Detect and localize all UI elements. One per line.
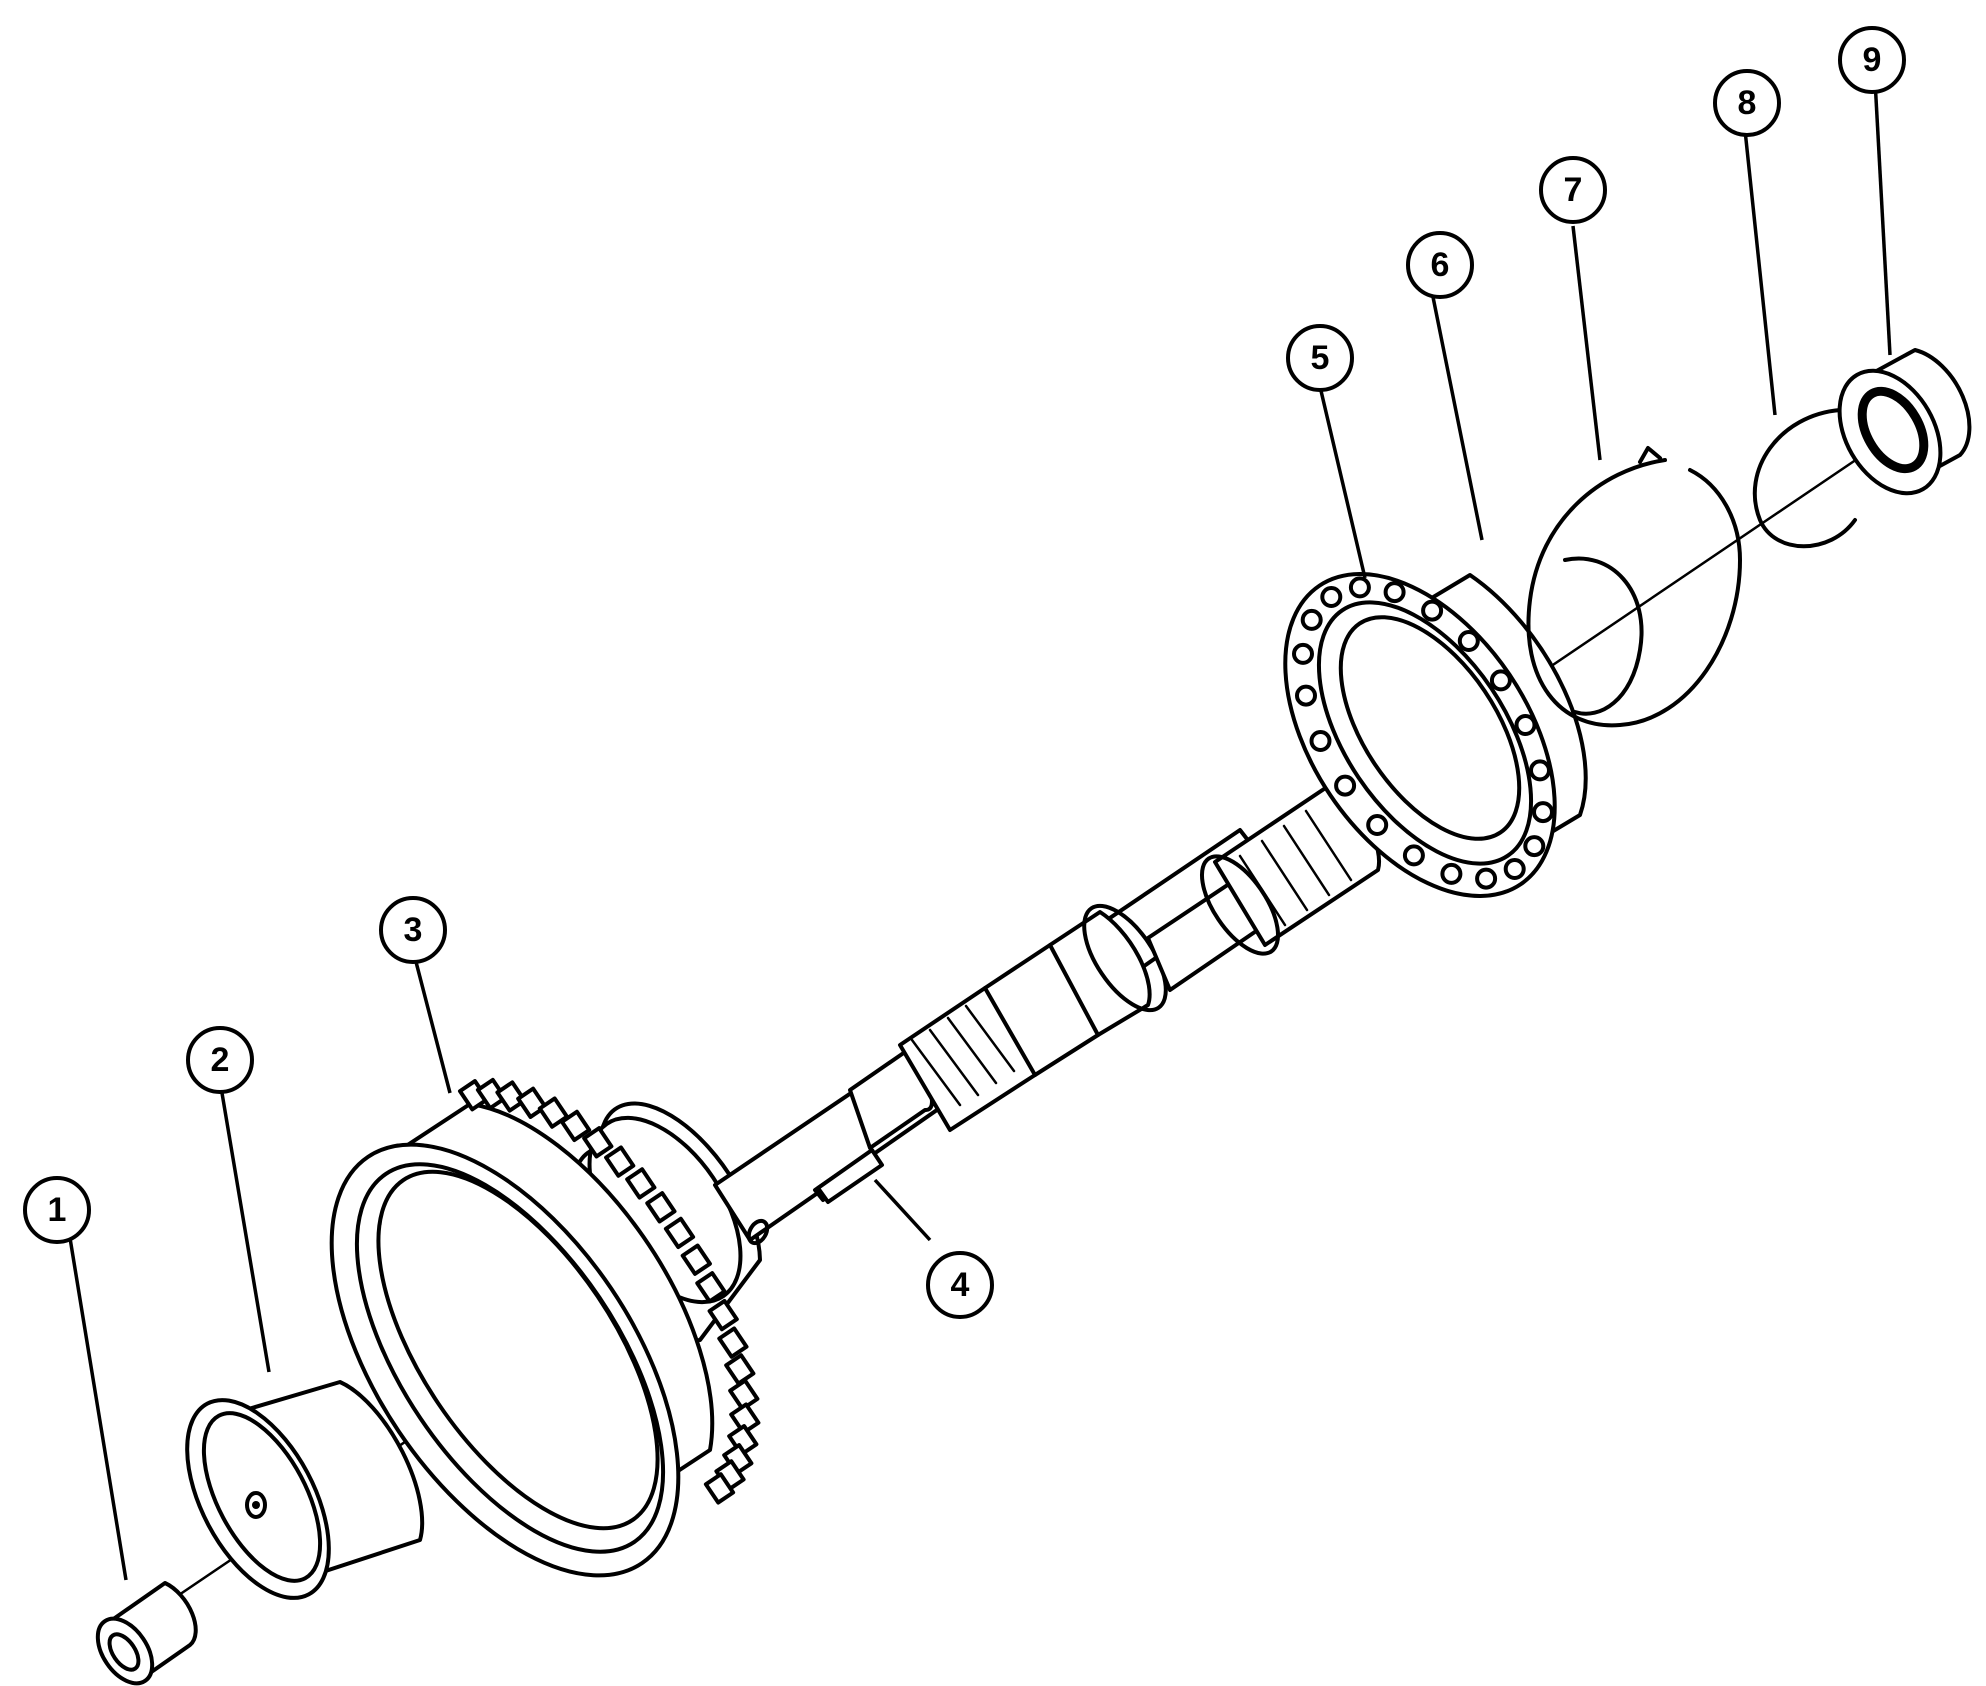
callouts: 1 2 3 4 5 6 7 8 <box>23 26 1906 1581</box>
bearing-ball <box>1300 608 1323 631</box>
bearing-ball <box>1440 862 1463 885</box>
part-8-retaining-ring <box>1752 408 1857 549</box>
callout-1: 1 <box>23 1176 91 1244</box>
part-4-key <box>816 1148 884 1204</box>
bearing-ball <box>1532 801 1554 824</box>
part-1-bushing <box>95 1581 198 1686</box>
callout-7-label: 7 <box>1564 171 1583 209</box>
callout-3-label: 3 <box>404 911 423 949</box>
gear-tooth <box>695 1271 727 1304</box>
gear-tooth <box>729 1402 761 1435</box>
bearing-ball <box>1523 835 1546 858</box>
gear-tooth <box>717 1326 749 1359</box>
part-5-ball-bearing <box>1283 572 1588 898</box>
bearing-ball <box>1421 599 1444 622</box>
bearing-ball <box>1348 576 1371 599</box>
gear-tooth <box>604 1145 636 1178</box>
callout-5: 5 <box>1286 324 1354 392</box>
bearing-ball <box>1457 630 1480 652</box>
callout-9-label: 9 <box>1863 41 1882 79</box>
bearing-ball <box>1402 844 1425 867</box>
callout-2-label: 2 <box>211 1041 230 1079</box>
gear-tooth <box>625 1167 657 1200</box>
part-3-gear <box>329 1077 762 1578</box>
callout-9: 9 <box>1838 26 1906 94</box>
gear-tooth <box>703 1472 736 1505</box>
part-2-bearing-cup <box>185 1380 425 1600</box>
gear-tooth <box>724 1353 756 1386</box>
gear-tooth <box>559 1109 592 1143</box>
gear-tooth <box>582 1126 614 1159</box>
callout-6-label: 6 <box>1431 246 1450 284</box>
bearing-ball <box>1309 730 1332 752</box>
gear-tooth <box>537 1096 570 1129</box>
bearing-ball <box>1320 586 1343 608</box>
gear-tooth <box>495 1080 527 1113</box>
bearing-balls <box>1292 576 1554 890</box>
bearing-ball <box>1366 814 1389 836</box>
callout-4-label: 4 <box>951 1266 970 1304</box>
callout-1-label: 1 <box>48 1191 67 1229</box>
bearing-ball <box>1475 867 1498 890</box>
gear-tooth <box>663 1216 696 1250</box>
gear-tooth <box>680 1243 712 1276</box>
bearing-ball <box>1489 669 1512 692</box>
bearing-ball <box>1514 714 1537 736</box>
callout-3: 3 <box>379 896 447 964</box>
bearing-ball <box>1334 774 1357 797</box>
main-shaft <box>713 783 1382 1246</box>
bearing-ball <box>1295 684 1317 707</box>
gear-teeth <box>457 1077 761 1505</box>
callout-5-label: 5 <box>1311 339 1330 377</box>
gear-tooth <box>645 1191 677 1224</box>
callout-6: 6 <box>1406 231 1474 299</box>
bearing-ball <box>1529 759 1551 782</box>
callout-2: 2 <box>186 1026 254 1094</box>
callout-7: 7 <box>1539 156 1607 224</box>
bearing-ball <box>1292 642 1314 665</box>
callout-8: 8 <box>1713 69 1781 137</box>
callout-8-label: 8 <box>1738 84 1757 122</box>
bearing-ball <box>1383 581 1406 604</box>
gear-tooth <box>707 1298 739 1332</box>
bearing-ball <box>1503 858 1526 880</box>
part-7-snap-ring <box>1526 446 1742 728</box>
part-9-needle-bearing <box>1837 348 1972 496</box>
gear-tooth <box>728 1378 760 1411</box>
callout-4: 4 <box>926 1251 994 1319</box>
